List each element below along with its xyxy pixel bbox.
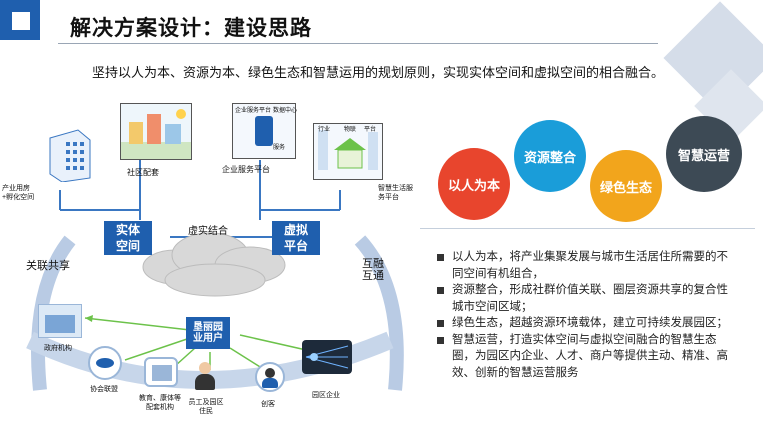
association-label: 协会联盟 bbox=[90, 386, 118, 393]
integration-label: 虚实结合 bbox=[188, 226, 228, 237]
smart-panel-text-2: 物联 bbox=[344, 127, 357, 133]
right-arc-label: 互融互通 bbox=[362, 258, 384, 282]
incubation-building-icon bbox=[44, 128, 96, 183]
smart-panel-text-3: 平台 bbox=[364, 127, 377, 133]
circle-people-oriented-label: 以人为本 bbox=[447, 177, 500, 193]
virtual-space-label: 虚拟平台 bbox=[283, 223, 308, 253]
physical-space-label: 实体空间 bbox=[115, 223, 140, 253]
circle-green-ecology: 绿色生态 bbox=[590, 150, 662, 222]
smart-panel-text-1: 行业 bbox=[318, 127, 331, 133]
title-divider bbox=[58, 43, 658, 44]
circle-smart-operation: 智慧运营 bbox=[666, 116, 742, 192]
bullet-item-1: 以人为本，将产业集聚发展与城市生活居住所需要的不同空间有机组合， bbox=[436, 249, 736, 282]
bullet-list: 以人为本，将产业集聚发展与城市生活居住所需要的不同空间有机组合， 资源整合，形成… bbox=[436, 249, 736, 381]
education-icon bbox=[144, 357, 178, 387]
data-center-icon bbox=[255, 116, 273, 146]
government-icon bbox=[38, 304, 82, 338]
smart-platform-panel: 行业 物联 平台 bbox=[313, 123, 383, 180]
circle-resource-integration-label: 资源整合 bbox=[523, 149, 576, 165]
circle-people-oriented: 以人为本 bbox=[438, 148, 510, 220]
employees-icon bbox=[193, 362, 217, 392]
association-icon bbox=[88, 346, 122, 380]
enterprises-icon bbox=[302, 340, 352, 374]
right-arc bbox=[354, 235, 404, 391]
enterprise-platform-panel: 企业服务平台 数据中心 服务 bbox=[232, 103, 298, 159]
investors-icon bbox=[255, 362, 285, 392]
bullet-item-2: 资源整合，形成社群价值关联、圈层资源共享的复合性城市空间区域； bbox=[436, 282, 736, 315]
enterprise-panel-text-1: 企业服务平台 bbox=[235, 108, 272, 114]
left-arc bbox=[31, 235, 76, 391]
left-arc-label: 关联共享 bbox=[26, 260, 70, 272]
center-hub-box: 垦丽园业用户 bbox=[186, 317, 230, 349]
page-subtitle: 坚持以人为本、资源为本、绿色生态和智慧运用的规划原则，实现实体空间和虚拟空间的相… bbox=[92, 65, 665, 80]
cloud-shape bbox=[142, 232, 286, 297]
circle-smart-operation-label: 智慧运营 bbox=[677, 147, 730, 163]
incubation-label: 产业用房+孵化空间 bbox=[2, 185, 35, 201]
bullet-item-3: 绿色生态，超越资源环境载体，建立可持续发展园区； bbox=[436, 315, 736, 332]
employees-label: 员工及园区住民 bbox=[188, 399, 224, 415]
enterprises-label: 园区企业 bbox=[312, 392, 340, 399]
center-hub-label: 垦丽园业用户 bbox=[193, 322, 223, 344]
bullet-item-4: 智慧运营，打造实体空间与虚拟空间融合的智慧生态圈，为园区内企业、人才、商户等提供… bbox=[436, 332, 736, 382]
enterprise-panel-text-3: 服务 bbox=[273, 145, 286, 151]
virtual-space-box: 虚拟平台 bbox=[272, 221, 320, 255]
right-divider bbox=[420, 228, 755, 229]
circle-resource-integration: 资源整合 bbox=[514, 120, 586, 192]
page-title: 解决方案设计：建设思路 bbox=[70, 17, 312, 40]
investors-label: 创客 bbox=[261, 401, 275, 408]
smart-platform-label: 智慧生活服务平台 bbox=[378, 185, 413, 201]
education-label: 教育、康体等配套机构 bbox=[139, 395, 181, 411]
government-label: 政府机构 bbox=[44, 345, 72, 352]
community-panel bbox=[120, 103, 192, 160]
enterprise-platform-label: 企业服务平台 bbox=[222, 165, 270, 174]
community-label: 社区配套 bbox=[127, 168, 159, 177]
enterprise-panel-text-2: 数据中心 bbox=[273, 108, 298, 114]
circle-green-ecology-label: 绿色生态 bbox=[599, 179, 652, 195]
title-logo-inner-square bbox=[10, 10, 32, 32]
physical-space-box: 实体空间 bbox=[104, 221, 152, 255]
